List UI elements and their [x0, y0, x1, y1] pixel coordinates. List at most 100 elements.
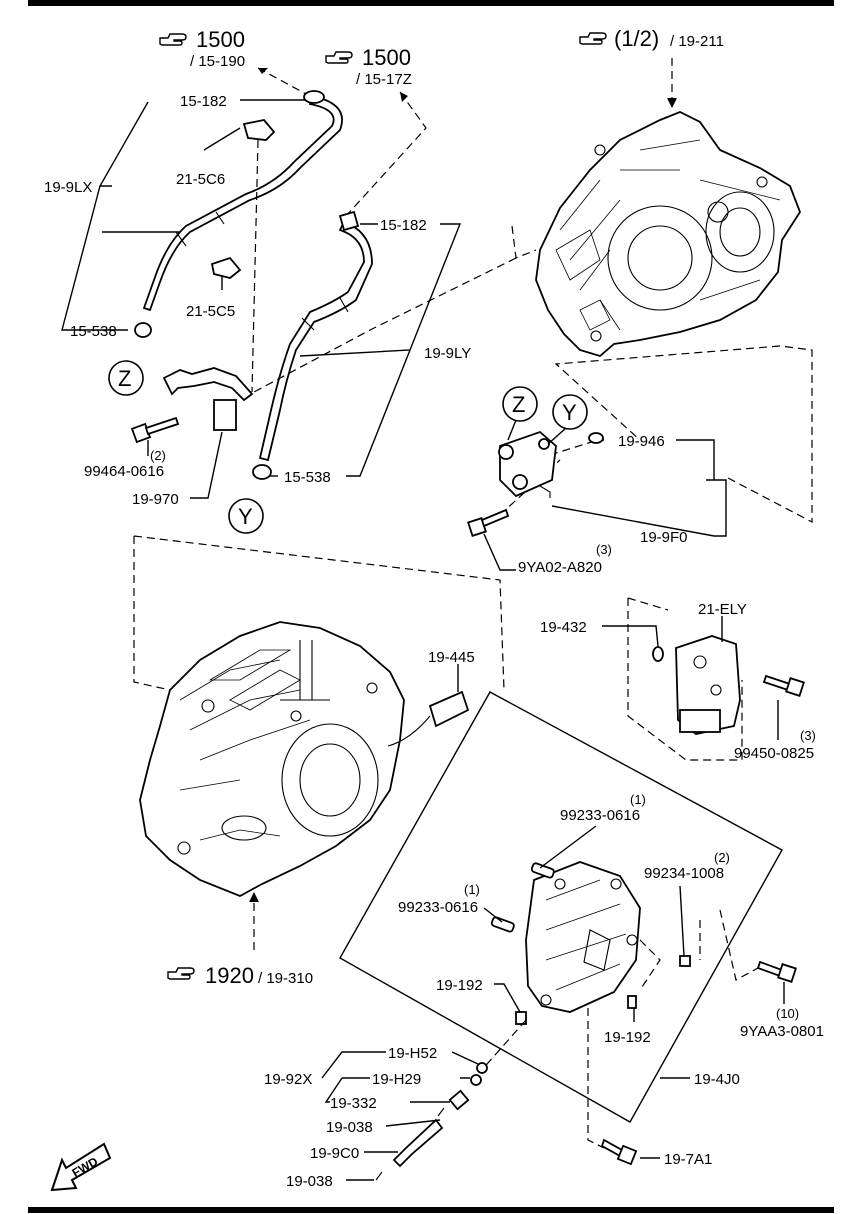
side-cover-19-4j0[interactable] — [525, 861, 641, 1013]
label-99450-0825: 99450-0825 — [734, 745, 814, 762]
ref-link-1500-15-17z[interactable]: 1500 / 15-17Z — [325, 45, 412, 88]
ref-page: / 19-211 — [670, 33, 724, 50]
label-19-9c0: 19-9C0 — [310, 1145, 359, 1162]
leader-19-038 — [385, 1119, 441, 1127]
clamp-15-182-lower[interactable] — [338, 210, 360, 232]
o-ring-19-946[interactable] — [588, 432, 604, 444]
dashed-leader — [639, 939, 661, 991]
svg-text:Z: Z — [118, 366, 131, 391]
clip-21-5c6[interactable] — [242, 119, 276, 141]
plug-99234-1008[interactable] — [679, 955, 691, 967]
qty-99233-lower: (1) — [464, 882, 480, 897]
pin-99233-0616-upper[interactable] — [530, 862, 555, 879]
label-9ya02-a820: 9YA02-A820 — [518, 559, 602, 576]
leader-99233-upper — [539, 825, 597, 869]
svg-text:Y: Y — [562, 400, 577, 425]
bracket-plate — [213, 399, 237, 431]
label-19-h29: 19-H29 — [372, 1071, 421, 1088]
hose-19-9ly[interactable] — [258, 220, 373, 462]
ref-page: / 15-17Z — [356, 71, 412, 88]
svg-text:Z: Z — [512, 392, 525, 417]
o-ring-19-h29[interactable] — [470, 1074, 482, 1086]
ref-page: / 15-190 — [190, 53, 245, 70]
ref-link-1500-15-190[interactable]: 1500 / 15-190 — [159, 27, 245, 70]
qty-99450: (3) — [800, 728, 816, 743]
label-99233-0616: 99233-0616 — [398, 899, 478, 916]
leader-19-9ly — [299, 223, 462, 357]
pointing-hand-icon — [159, 33, 187, 46]
bolt-99464-0616[interactable] — [130, 416, 180, 444]
dashed-leader — [133, 535, 505, 691]
fitting-19-332[interactable] — [448, 1089, 470, 1111]
qty-99234: (2) — [714, 850, 730, 865]
label-19-445: 19-445 — [428, 649, 475, 666]
clamp-15-538-right[interactable] — [252, 464, 272, 480]
marker-z-left: Z — [108, 360, 144, 396]
bolt-9yaa3-0801[interactable] — [756, 960, 797, 983]
pipe-19-9c0[interactable] — [392, 1118, 444, 1168]
marker-y-left: Y — [228, 498, 264, 534]
o-ring-19-h52[interactable] — [476, 1062, 488, 1074]
bracket-19-970[interactable] — [162, 367, 254, 402]
label-19-192: 19-192 — [436, 977, 483, 994]
dashed-leader — [253, 257, 517, 393]
leader-21-5c6 — [203, 127, 241, 151]
dashed-leader — [719, 909, 759, 981]
fitting-19-192-left[interactable] — [515, 1011, 527, 1025]
ref-page: / 19-310 — [258, 970, 313, 987]
ref-link-19-310[interactable]: 1920 / 19-310 — [167, 963, 313, 988]
forward-arrow-icon: FWD — [50, 1142, 112, 1192]
ref-number: 1920 — [205, 963, 254, 988]
svg-text:Y: Y — [238, 504, 253, 529]
hose-19-9lx[interactable] — [142, 94, 343, 312]
ref-link-19-211[interactable]: (1/2) / 19-211 — [579, 26, 724, 51]
solenoid-21-ely[interactable] — [675, 635, 741, 735]
marker-z-right: Z — [502, 386, 538, 422]
label-21-5c6: 21-5C6 — [176, 171, 225, 188]
pin-99233-0616-lower[interactable] — [490, 916, 515, 933]
washer-19-038-lower[interactable] — [375, 1171, 383, 1181]
dashed-leader — [549, 439, 599, 456]
label-19-038: 19-038 — [286, 1173, 333, 1190]
oil-cooler-19-9f0[interactable] — [498, 430, 557, 498]
label-19-332: 19-332 — [330, 1095, 377, 1112]
bolt-19-7a1[interactable] — [600, 1138, 638, 1166]
fitting-19-192-right[interactable] — [627, 995, 637, 1009]
leader-99233-lower — [483, 907, 503, 923]
dashed-leader — [257, 67, 307, 95]
label-15-182: 15-182 — [380, 217, 427, 234]
transmission-housing-upper[interactable] — [535, 111, 802, 358]
qty-9yaa3: (10) — [776, 1006, 799, 1021]
dashed-leader — [511, 225, 537, 259]
clip-21-5c5[interactable] — [210, 256, 242, 279]
marker-y-right: Y — [552, 394, 588, 430]
bolt-99450-0825[interactable] — [762, 674, 805, 697]
bolt-9ya02-a820[interactable] — [467, 508, 510, 537]
leader-19-h52 — [451, 1051, 479, 1065]
label-19-9ly: 19-9LY — [424, 345, 471, 362]
top-border — [28, 0, 834, 6]
dashed-leader — [554, 345, 781, 441]
label-19-9f0: 19-9F0 — [640, 529, 688, 546]
label-99233-0616: 99233-0616 — [560, 807, 640, 824]
label-9yaa3-0801: 9YAA3-0801 — [740, 1023, 824, 1040]
qty-99464: (2) — [150, 448, 166, 463]
dashed-leader — [479, 1019, 527, 1073]
clamp-15-538-left[interactable] — [134, 322, 152, 338]
leader-19-192-left — [494, 983, 521, 1013]
washer-19-038-upper[interactable] — [437, 1107, 445, 1117]
label-15-182: 15-182 — [180, 93, 227, 110]
qty-9ya02: (3) — [596, 542, 612, 557]
clamp-15-182-upper[interactable] — [303, 90, 325, 104]
sensor-19-445[interactable] — [387, 690, 470, 747]
label-19-038: 19-038 — [326, 1119, 373, 1136]
bottom-border — [28, 1207, 834, 1213]
label-19-946: 19-946 — [618, 433, 665, 450]
label-19-970: 19-970 — [132, 491, 179, 508]
dashed-leader — [345, 91, 427, 217]
dashed-leader — [587, 1008, 605, 1149]
o-ring-19-432[interactable] — [652, 646, 664, 662]
transmission-case-main[interactable] — [139, 621, 405, 897]
label-19-432: 19-432 — [540, 619, 587, 636]
